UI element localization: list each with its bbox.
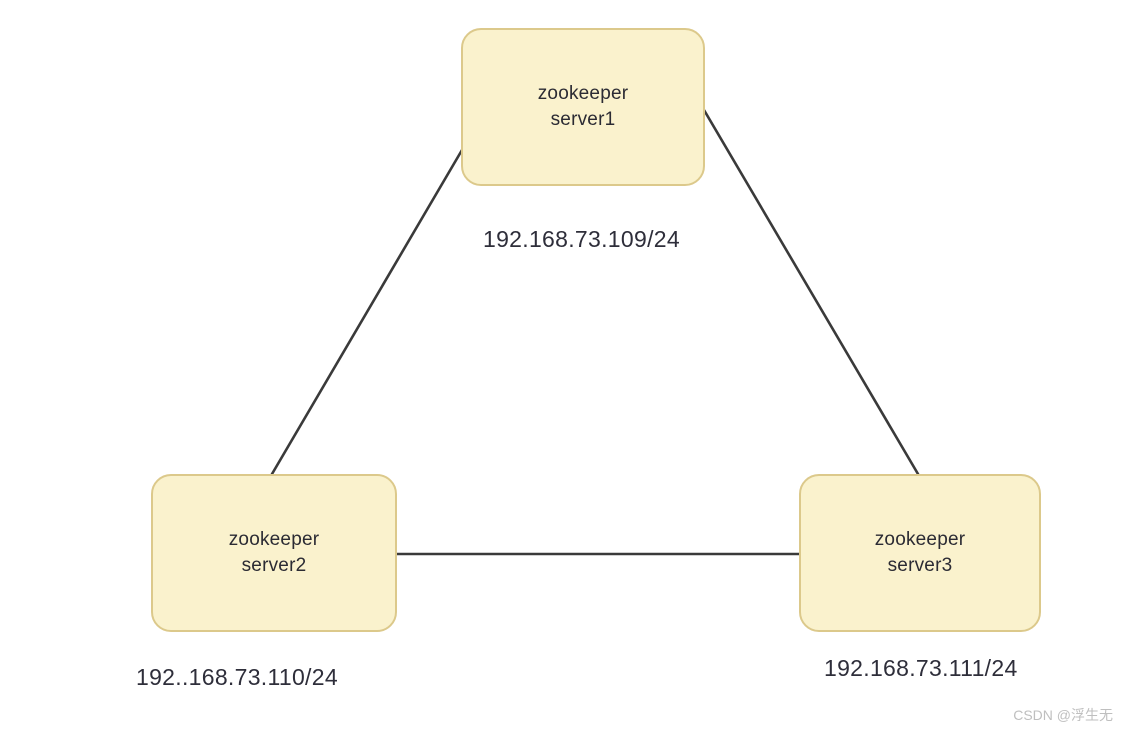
node-label-line2: server3	[887, 555, 953, 576]
node-label-line2: server1	[550, 109, 616, 130]
node-zookeeper-server3[interactable]: zookeeper server3	[799, 474, 1041, 632]
node-label-line1: zookeeper	[228, 529, 320, 551]
edge-server1-server2	[270, 148, 464, 476]
watermark: CSDN @浮生无	[1013, 707, 1113, 723]
node-label-line1: zookeeper	[537, 83, 629, 105]
ip-label-server3: 192.168.73.111/24	[824, 655, 1018, 681]
ip-label-server1: 192.168.73.109/24	[483, 226, 680, 252]
node-label-line2: server2	[241, 555, 307, 576]
node-label-line1: zookeeper	[874, 529, 966, 551]
node-zookeeper-server2[interactable]: zookeeper server2	[151, 474, 397, 632]
ip-label-server2: 192..168.73.110/24	[136, 664, 338, 690]
edge-server1-server3	[702, 108, 920, 476]
node-zookeeper-server1[interactable]: zookeeper server1	[461, 28, 705, 186]
